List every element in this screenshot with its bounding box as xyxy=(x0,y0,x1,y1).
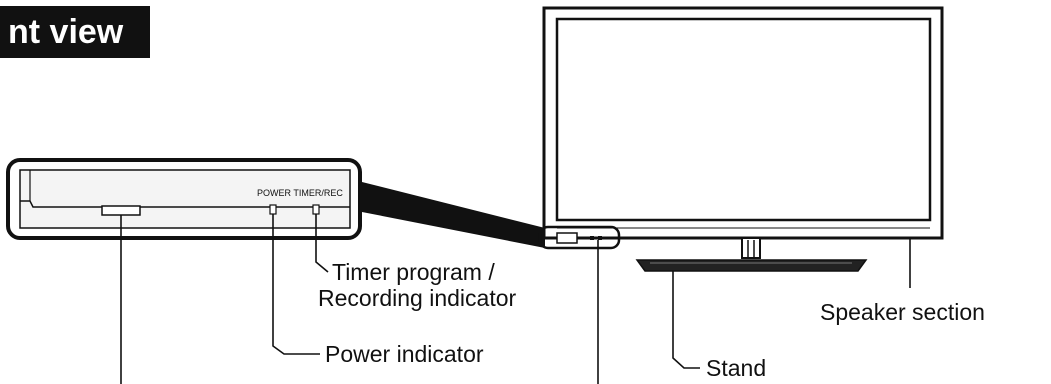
tv-remote-sensor xyxy=(556,232,578,244)
timer-label-line1: Timer program / xyxy=(332,259,495,285)
zoom-panel-bevel xyxy=(20,200,350,208)
stand-neck xyxy=(741,237,761,259)
speaker-label: Speaker section xyxy=(820,299,985,325)
tv-power-led xyxy=(590,236,594,240)
panel-indicator-label: POWER TIMER/REC xyxy=(257,188,343,198)
indicator-highlight-box xyxy=(538,225,621,250)
zoom-panel: POWER TIMER/REC xyxy=(6,158,362,240)
power-leader xyxy=(272,214,320,355)
tv-stand xyxy=(635,237,868,272)
leader-lines xyxy=(120,214,911,384)
diagram-title: nt view xyxy=(8,13,124,51)
stand-base xyxy=(635,259,868,272)
stand-leader xyxy=(672,271,700,369)
zoom-panel-inner xyxy=(19,169,351,229)
tv-set xyxy=(538,6,944,250)
tv-timer-led xyxy=(598,236,602,240)
power-indicator-led xyxy=(269,204,277,215)
tv-screen xyxy=(555,17,932,222)
zoom-wedge xyxy=(362,182,545,248)
timer-label-line2: Recording indicator xyxy=(318,285,517,311)
stand-label: Stand xyxy=(706,355,766,381)
timer-leader xyxy=(315,214,329,273)
power-label: Power indicator xyxy=(325,341,484,367)
remote-sensor xyxy=(101,205,141,216)
timer-indicator-led xyxy=(312,204,320,215)
title-banner: nt view xyxy=(0,6,150,58)
